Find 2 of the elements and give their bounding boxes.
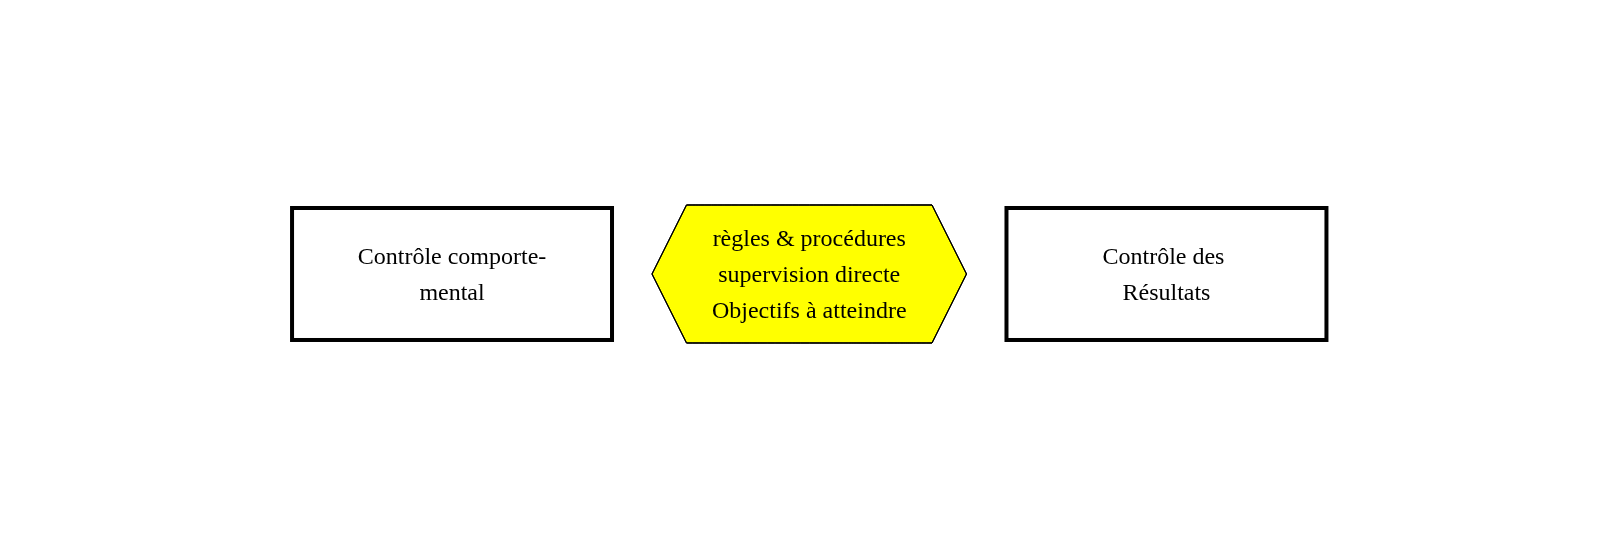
node-box: Contrôle des Résultats [1004,206,1329,342]
node-box: Contrôle comporte-mental [289,206,614,342]
